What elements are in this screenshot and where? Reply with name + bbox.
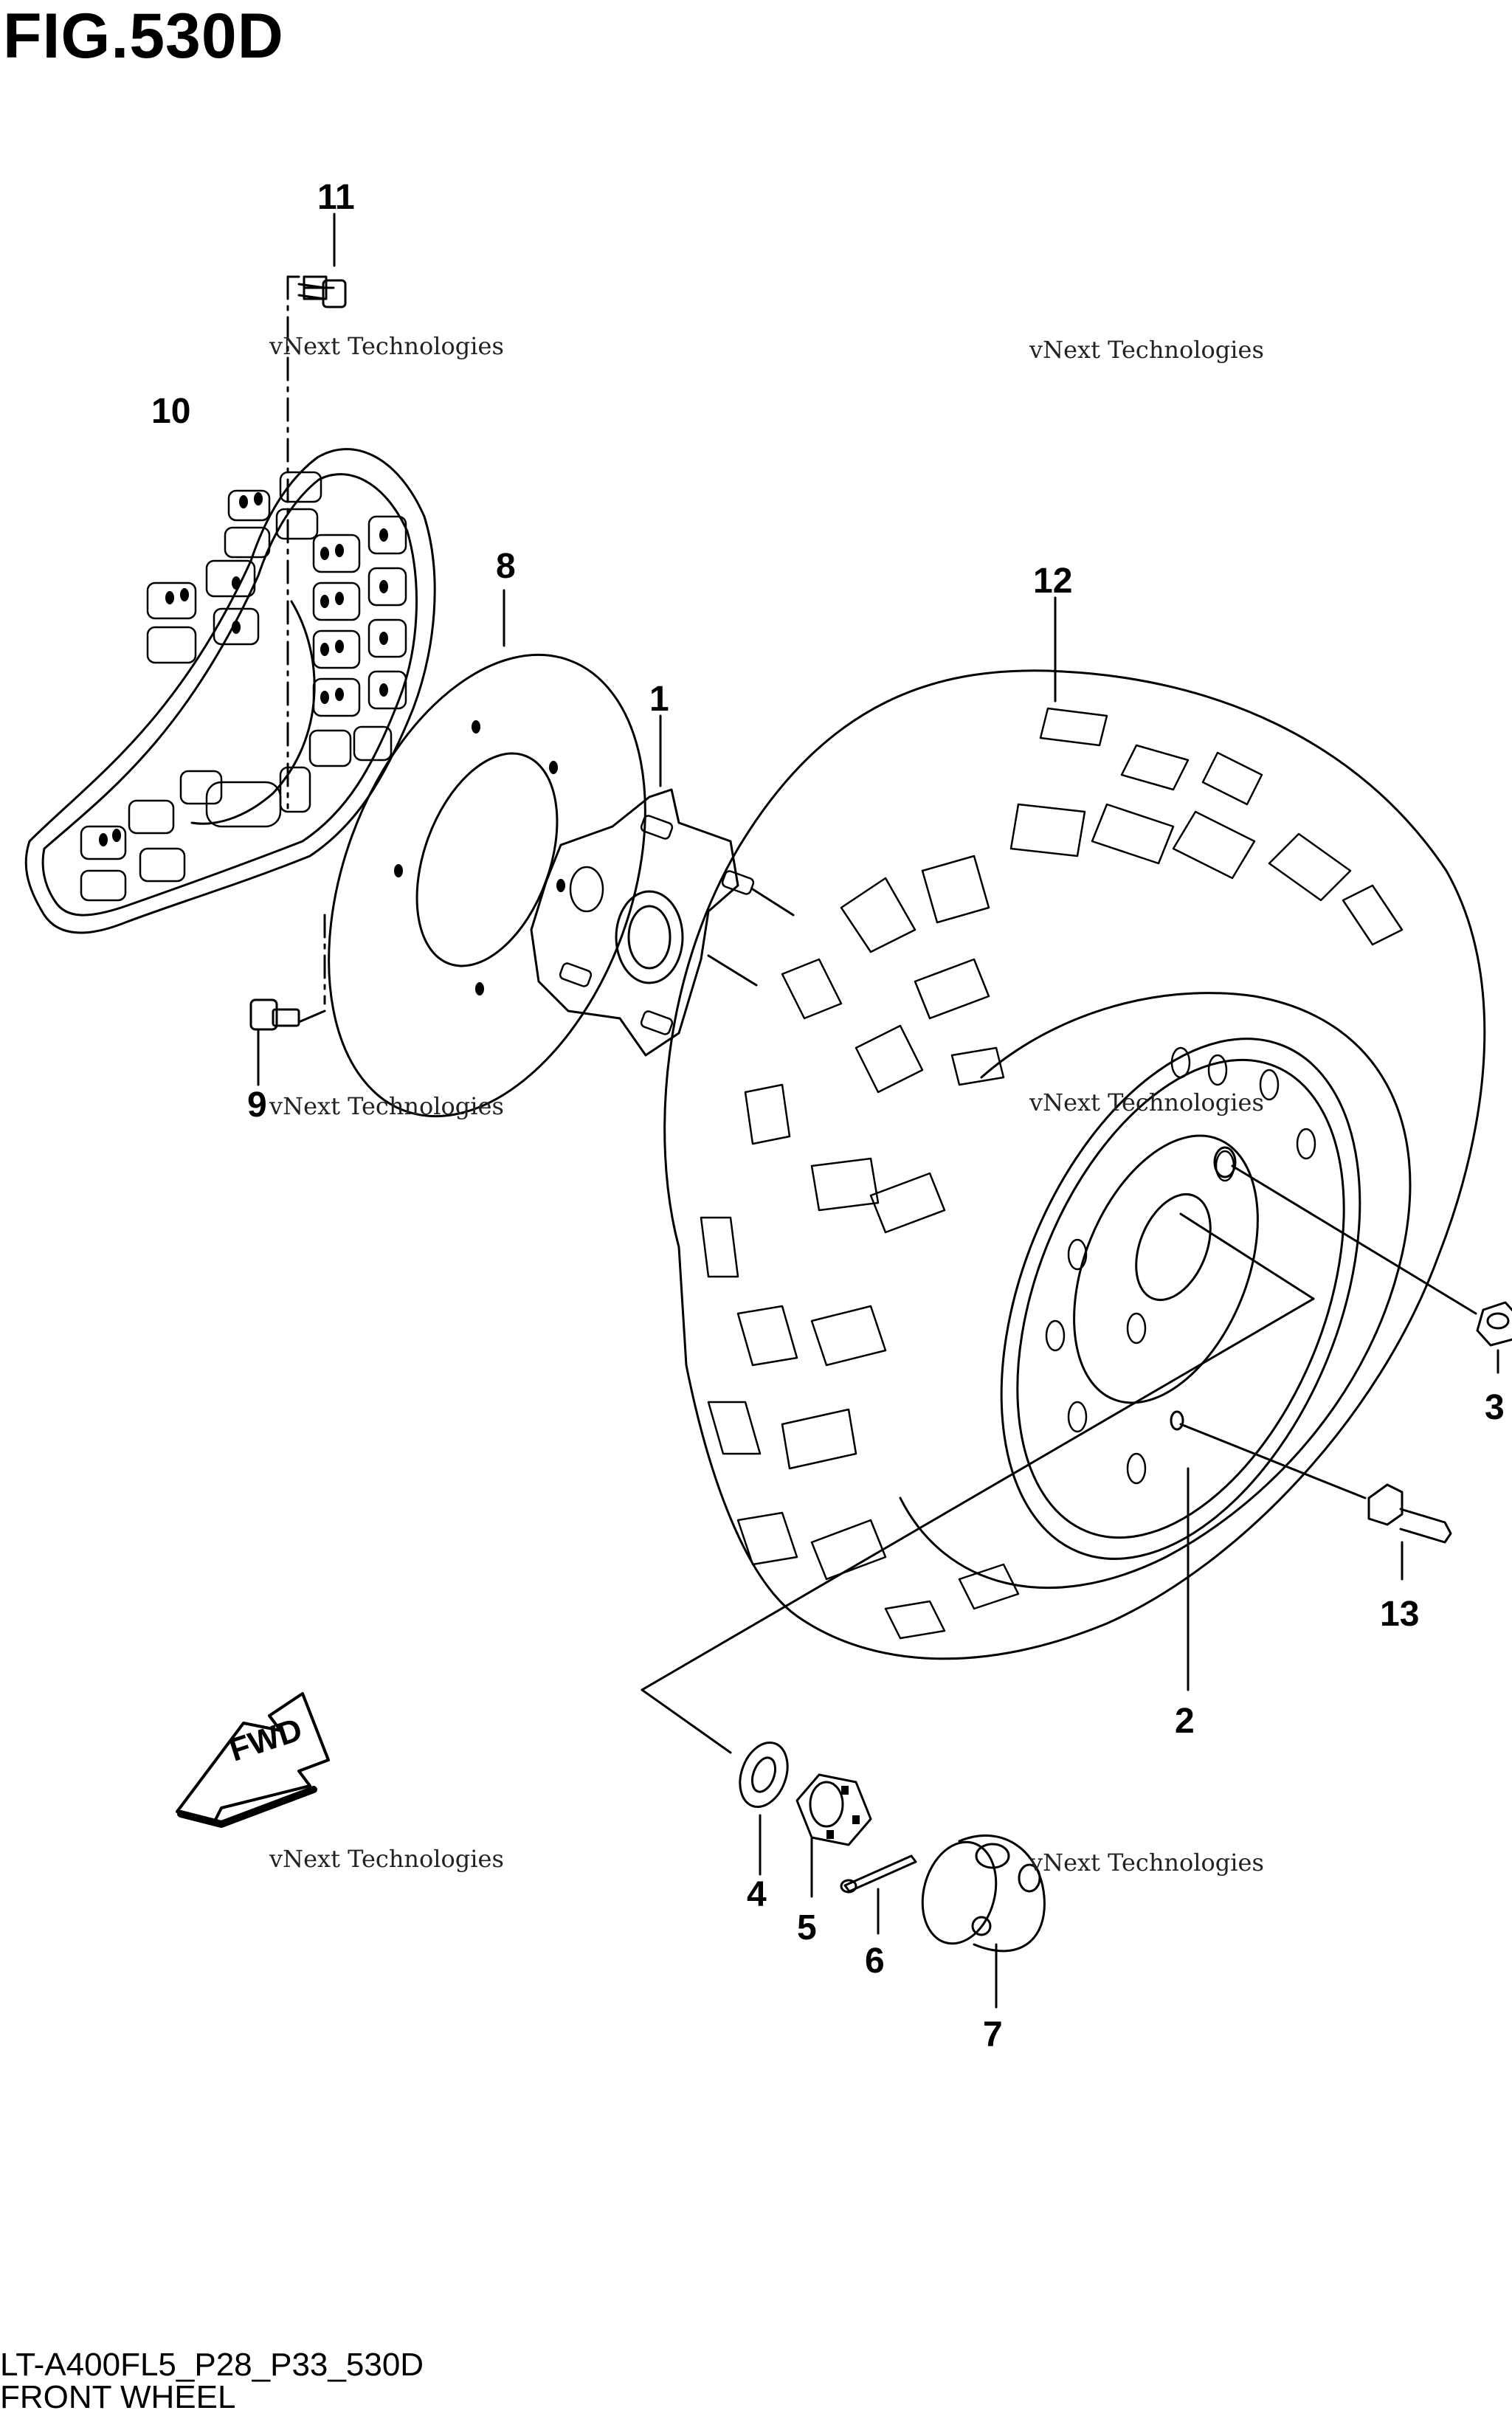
callout-3: 3 <box>1485 1388 1505 1427</box>
bolt-part-11 <box>286 213 347 810</box>
fwd-direction-arrow <box>176 1692 330 1828</box>
tire-part-12 <box>663 596 1486 1660</box>
callout-4: 4 <box>747 1875 767 1914</box>
callout-6: 6 <box>865 1942 885 1981</box>
callout-13: 13 <box>1380 1595 1420 1634</box>
callout-9: 9 <box>247 1086 267 1125</box>
callout-5: 5 <box>797 1908 817 1947</box>
callout-8: 8 <box>496 547 516 586</box>
washer-part-4 <box>739 1741 789 1876</box>
callout-1: 1 <box>649 680 669 719</box>
section-name: FRONT WHEEL <box>0 2379 236 2415</box>
bolt-part-9 <box>249 914 326 1086</box>
callout-7: 7 <box>983 2015 1003 2054</box>
leader-lines <box>641 1164 1499 1754</box>
callout-2: 2 <box>1175 1702 1195 1741</box>
cotter-pin-part-6 <box>840 1854 917 1935</box>
callout-10: 10 <box>151 392 191 431</box>
nut-part-3 <box>1476 1301 1512 1347</box>
castle-nut-part-5 <box>795 1773 872 1898</box>
valve-part-13 <box>1367 1483 1452 1544</box>
figure-title: FIG.530D <box>3 1 284 72</box>
hub-cap-part-7 <box>921 1834 1046 2009</box>
model-code: LT-A400FL5_P28_P33_530D <box>0 2347 424 2383</box>
callout-11: 11 <box>317 178 355 217</box>
brake-guard-part-10 <box>24 448 436 934</box>
brake-disc-part-8 <box>328 589 646 1118</box>
callout-12: 12 <box>1033 562 1073 601</box>
wheel-hub-part-1 <box>530 714 795 1057</box>
